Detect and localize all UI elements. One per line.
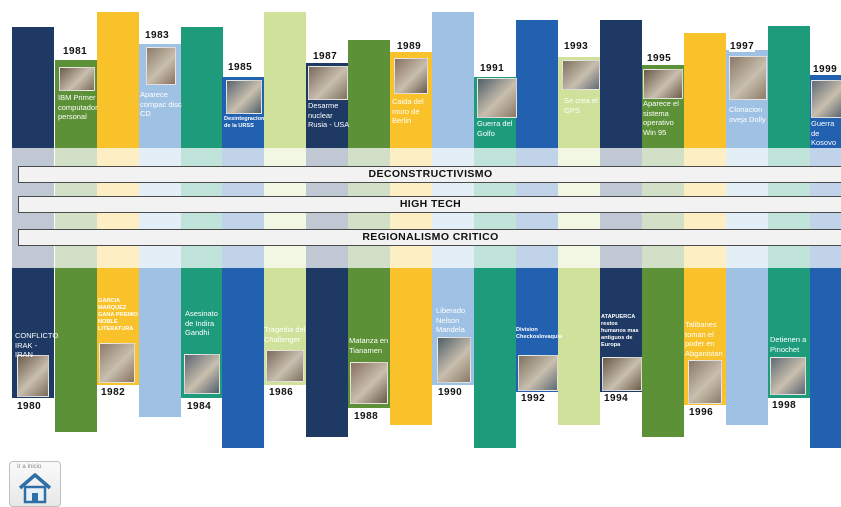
compact-disc-icon xyxy=(146,47,176,85)
event-description: Desintegracion de la URSS xyxy=(224,116,265,129)
portrait-icon xyxy=(688,360,722,404)
photo-icon xyxy=(394,58,428,94)
fossil-photo-icon xyxy=(602,357,642,391)
tank-photo-icon xyxy=(350,362,388,404)
event-year: 1985 xyxy=(227,62,254,73)
event-year: 1991 xyxy=(479,63,506,74)
crowd-photo-icon xyxy=(518,355,558,391)
event-year: 1995 xyxy=(646,53,673,64)
event-year: 1980 xyxy=(16,401,43,412)
event-description: Tragedia del Challenger xyxy=(264,325,306,344)
event-year: 1992 xyxy=(520,393,547,404)
timeline-column-bottom xyxy=(558,268,600,425)
windows-logo-icon xyxy=(643,69,683,99)
timeline-column-bottom xyxy=(55,268,97,432)
portrait-icon xyxy=(770,357,806,395)
photo-icon xyxy=(266,350,304,382)
event-year: 1981 xyxy=(62,46,89,57)
event-year: 1997 xyxy=(729,41,756,52)
event-description: GARCIA MARQUEZ GANA PREMIO NOBLE LITERAT… xyxy=(98,298,138,332)
event-description: Guerra del Golfo xyxy=(477,119,513,138)
event-description: Aparece compac disc CD xyxy=(140,90,182,118)
event-description: Caida del muro de Berlin xyxy=(392,97,424,125)
event-description: ATAPUERCA restos humanos mas antiguos de… xyxy=(601,314,639,348)
portrait-icon xyxy=(99,343,135,383)
event-year: 1983 xyxy=(144,30,171,41)
sheep-icon xyxy=(729,56,767,100)
event-year: 1990 xyxy=(437,387,464,398)
event-year: 1994 xyxy=(603,393,630,404)
home-button-label: Ir a Inicio xyxy=(17,464,42,470)
event-year: 1993 xyxy=(563,41,590,52)
computer-icon xyxy=(59,67,95,91)
portrait-icon xyxy=(226,80,262,114)
event-description: Division Checkoslovaquia xyxy=(516,327,563,340)
timeline-column-bottom xyxy=(222,268,264,448)
photo-icon xyxy=(811,80,841,118)
timeline-column-bottom xyxy=(390,268,432,425)
event-description: Clonacion oveja Dolly xyxy=(729,105,766,124)
timeline-column-bottom xyxy=(726,268,768,425)
band-regionalismo-critico: REGIONALISMO CRITICO xyxy=(18,229,841,246)
portrait-icon xyxy=(184,354,220,394)
timeline-column-bottom xyxy=(306,268,348,437)
timeline-column-bottom xyxy=(810,268,841,448)
portrait-icon xyxy=(437,337,471,383)
timeline-column-bottom xyxy=(642,268,684,437)
band-deconstructivismo: DECONSTRUCTIVISMO xyxy=(18,166,841,183)
event-description: Asesinato de Indira Gandhi xyxy=(185,309,218,337)
home-icon xyxy=(18,473,52,504)
event-description: Talibanes toman el poder en Abganistan xyxy=(685,320,723,358)
timeline-column-bottom xyxy=(474,268,516,448)
event-description: Liberado Nelson Mandela xyxy=(436,306,466,334)
event-year: 1988 xyxy=(353,411,380,422)
gps-device-icon xyxy=(562,60,600,90)
portrait-icon xyxy=(477,78,517,118)
event-description: CONFLICTO IRAK - IRAN xyxy=(15,331,59,359)
event-year: 1999 xyxy=(812,64,839,75)
event-description: IBM Primer computador personal xyxy=(58,93,98,121)
event-year: 1987 xyxy=(312,51,339,62)
event-year: 1998 xyxy=(771,400,798,411)
event-description: Matanza en Tianamen xyxy=(349,336,389,355)
home-button[interactable]: Ir a Inicio xyxy=(9,461,61,507)
event-description: Guerra de Kosovo xyxy=(811,119,837,147)
event-year: 1982 xyxy=(100,387,127,398)
event-description: Se crea el GPS xyxy=(564,96,598,115)
event-year: 1984 xyxy=(186,401,213,412)
event-description: Aparece el sistema operativo Win 95 xyxy=(643,99,679,137)
timeline-column-bottom xyxy=(139,268,181,417)
event-description: Detienen a Pinochet xyxy=(770,335,807,354)
event-year: 1986 xyxy=(268,387,295,398)
event-year: 1989 xyxy=(396,41,423,52)
event-year: 1996 xyxy=(688,407,715,418)
event-description: Desarme nuclear Rusia - USA xyxy=(308,101,350,129)
band-high-tech: HIGH TECH xyxy=(18,196,841,213)
photo-icon xyxy=(308,66,348,100)
portrait-icon xyxy=(17,355,49,397)
